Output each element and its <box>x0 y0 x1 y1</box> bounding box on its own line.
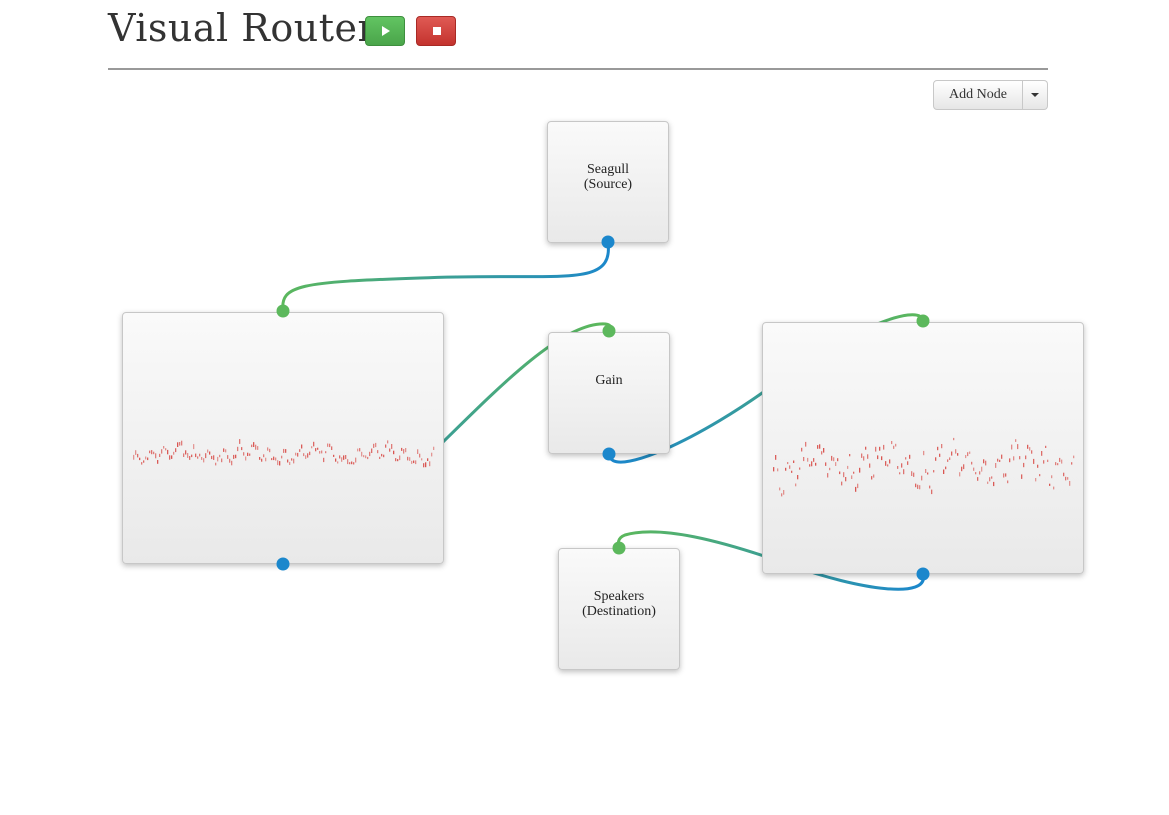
add-node-button[interactable]: Add Node <box>933 80 1023 110</box>
waveform-display <box>133 439 435 468</box>
gain-output-port[interactable] <box>602 447 616 461</box>
gain-node[interactable]: Gain <box>548 332 670 454</box>
source-node-name: Seagull <box>587 162 629 177</box>
stop-icon <box>433 27 441 35</box>
destination-node-label: Speakers (Destination) <box>559 589 679 619</box>
analyser-node-1[interactable] <box>122 312 444 564</box>
analyser2-output-port[interactable] <box>916 567 930 581</box>
analyser-node-2[interactable] <box>762 322 1084 574</box>
gain-input-port[interactable] <box>602 324 616 338</box>
page-title: Visual Router <box>108 6 377 50</box>
source-output-port[interactable] <box>601 235 615 249</box>
play-button[interactable] <box>365 16 405 46</box>
analyser1-output-port[interactable] <box>276 557 290 571</box>
add-node-dropdown-toggle[interactable] <box>1023 80 1048 110</box>
caret-down-icon <box>1031 93 1039 97</box>
source-node-type: (Source) <box>583 177 633 192</box>
gain-node-label: Gain <box>595 373 623 388</box>
source-node-label: Seagull (Source) <box>548 162 668 192</box>
source-node[interactable]: Seagull (Source) <box>547 121 669 243</box>
destination-node-name: Speakers <box>593 589 645 604</box>
analyser1-input-port[interactable] <box>276 304 290 318</box>
header-divider <box>108 68 1048 70</box>
wire-source-to-analyser <box>281 241 610 312</box>
waveform-display <box>773 437 1075 497</box>
add-node-button-group: Add Node <box>933 80 1048 110</box>
stop-button[interactable] <box>416 16 456 46</box>
destination-input-port[interactable] <box>612 541 626 555</box>
destination-node[interactable]: Speakers (Destination) <box>558 548 680 670</box>
destination-node-type: (Destination) <box>582 604 656 619</box>
play-icon <box>382 26 390 36</box>
analyser2-input-port[interactable] <box>916 314 930 328</box>
